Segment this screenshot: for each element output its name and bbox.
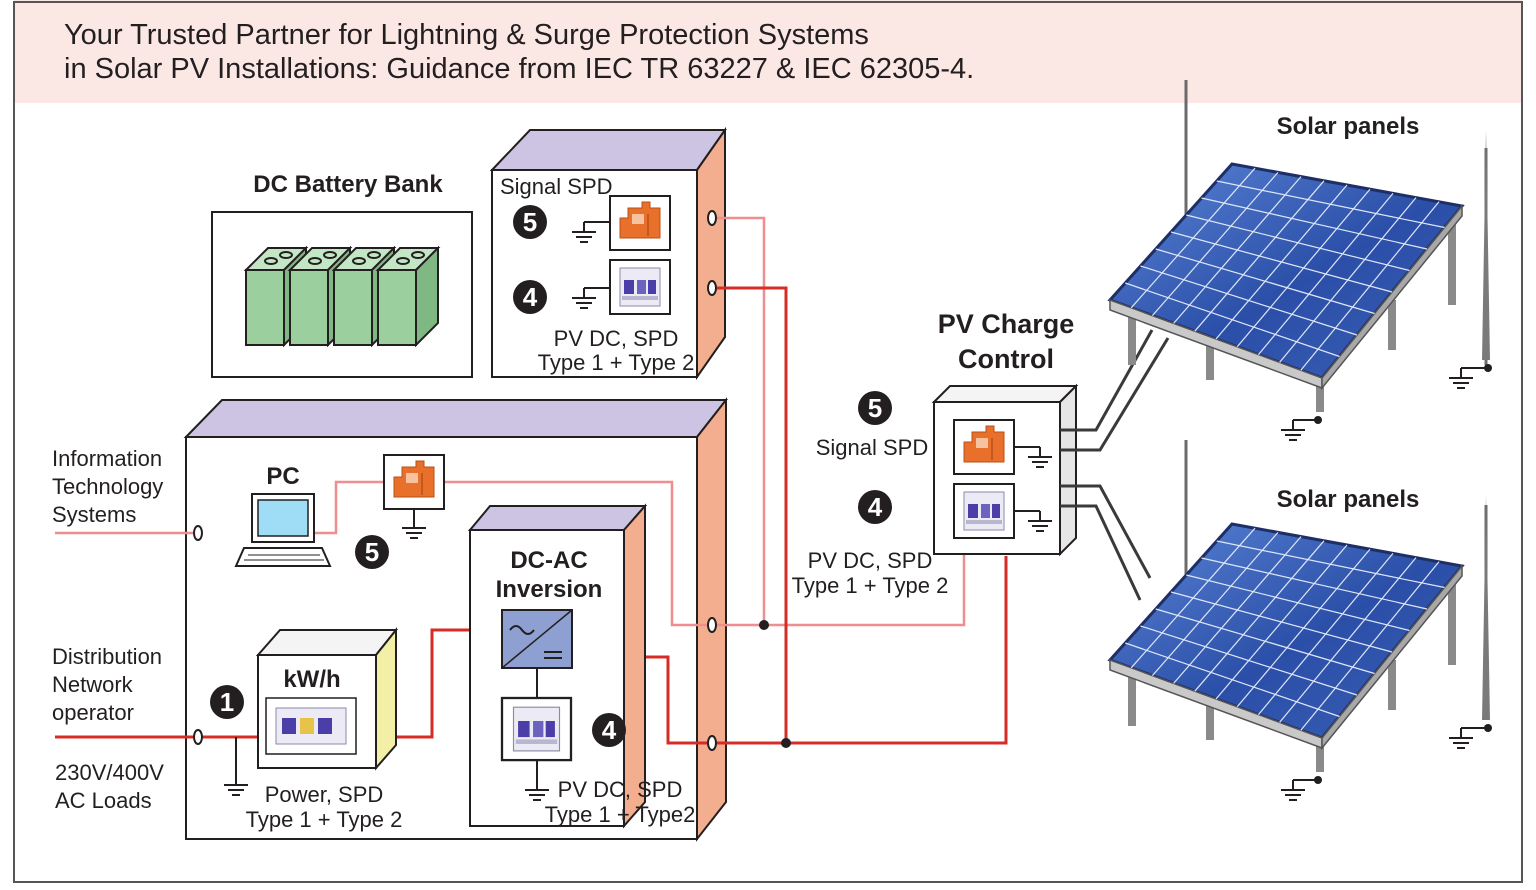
marker-pc-signal	[355, 535, 389, 569]
pv-charge-label-2: Control	[958, 344, 1054, 374]
marker-charge-pv-dc	[858, 490, 892, 524]
solar-array-top	[1107, 80, 1490, 412]
signal-spd-top-label: Signal SPD	[500, 174, 613, 199]
kwh-label: kW/h	[283, 666, 340, 693]
ac-loads-label-2: AC Loads	[55, 788, 152, 813]
signal-wiring	[55, 216, 966, 627]
distribution-label-3: operator	[52, 700, 134, 725]
pv-dc-spd-inv-label-2: Type 1 + Type2	[545, 802, 696, 827]
inverter-pv-dc-spd-device	[500, 696, 573, 762]
header-line-1: Your Trusted Partner for Lightning & Sur…	[64, 19, 869, 51]
marker-pv-dc-top	[513, 280, 547, 314]
marker-pc-signal-num: 5	[365, 537, 379, 567]
marker-charge-signal-num: 5	[868, 393, 882, 423]
ac-loads-label-1: 230V/400V	[55, 760, 164, 785]
marker-signal-top-num: 5	[523, 207, 537, 237]
solar-array-bottom	[1107, 440, 1490, 772]
power-spd-label-1: Power, SPD	[265, 782, 384, 807]
distribution-label-2: Network	[52, 672, 134, 697]
signal-spd-top-device	[609, 195, 671, 251]
pc-computer-icon	[234, 493, 332, 567]
pv-dc-spd-top-label-1: PV DC, SPD	[554, 326, 679, 351]
solar-panels-bottom-label: Solar panels	[1277, 486, 1420, 513]
dcac-label-1: DC-AC	[510, 547, 587, 574]
power-spd-device	[265, 697, 357, 755]
header-band	[14, 0, 1522, 103]
marker-charge-signal	[858, 391, 892, 425]
inverter-symbol-icon	[501, 609, 573, 669]
signal-spd-right-label: Signal SPD	[816, 435, 929, 460]
ground-icon	[1280, 419, 1306, 441]
pv-charge-label-1: PV Charge	[938, 309, 1075, 339]
pc-signal-spd-device	[383, 454, 445, 510]
info-tech-label-1: Information	[52, 446, 162, 471]
pv-dc-spd-right-label-2: Type 1 + Type 2	[792, 573, 949, 598]
ground-icon	[1448, 727, 1474, 749]
marker-power	[210, 685, 244, 719]
marker-inverter	[592, 713, 626, 747]
junction-dots	[759, 620, 791, 748]
marker-inverter-num: 4	[602, 715, 617, 745]
marker-charge-pv-dc-num: 4	[868, 492, 883, 522]
solar-cells-bottom	[1125, 527, 1445, 731]
info-tech-label-2: Technology	[52, 474, 163, 499]
ground-icon	[1448, 367, 1474, 389]
battery-cells	[243, 245, 441, 348]
marker-pv-dc-top-num: 4	[523, 282, 538, 312]
charge-pv-dc-spd-device	[953, 483, 1015, 539]
charge-signal-spd-device	[953, 419, 1015, 475]
pv-dc-spd-top-device	[609, 259, 671, 315]
header-line-2: in Solar PV Installations: Guidance from…	[64, 53, 974, 85]
distribution-label-1: Distribution	[52, 644, 162, 669]
solar-cells-top	[1125, 167, 1445, 371]
marker-power-num: 1	[220, 687, 234, 717]
ground-icon	[1280, 779, 1306, 801]
dcac-label-2: Inversion	[496, 576, 603, 603]
pv-dc-spd-inv-label-1: PV DC, SPD	[558, 777, 683, 802]
solar-panels-top-label: Solar panels	[1277, 113, 1420, 140]
marker-signal-top	[513, 205, 547, 239]
info-tech-label-3: Systems	[52, 502, 136, 527]
power-spd-label-2: Type 1 + Type 2	[246, 807, 403, 832]
pc-label: PC	[266, 463, 299, 490]
battery-bank-label: DC Battery Bank	[253, 171, 443, 198]
inverter-cabinet	[467, 503, 648, 829]
panel-cables	[1060, 329, 1170, 601]
pv-dc-spd-top-label-2: Type 1 + Type 2	[538, 350, 695, 375]
pv-dc-spd-right-label-1: PV DC, SPD	[808, 548, 933, 573]
